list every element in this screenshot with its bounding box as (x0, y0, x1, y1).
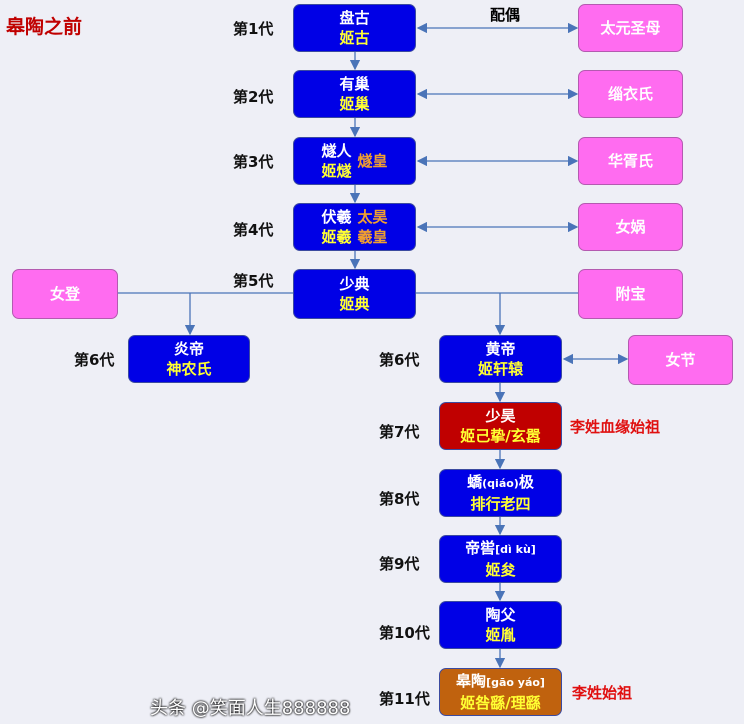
page-title: 皋陶之前 (6, 16, 83, 38)
gen-label: 第10代 (379, 624, 430, 642)
node-fuxi: 伏羲姬羲太昊羲皇 (293, 203, 416, 251)
gen-label: 第3代 (233, 153, 274, 171)
gen-label: 第11代 (379, 690, 430, 708)
spouse-node: 太元圣母 (578, 4, 683, 52)
gen-label: 第6代 (74, 351, 115, 369)
node-pangu: 盘古姬古 (293, 4, 416, 52)
spouse-label: 配偶 (490, 6, 521, 24)
gen-label: 第8代 (379, 490, 420, 508)
note-li-ancestor: 李姓始祖 (572, 684, 633, 702)
node-yandi: 炎帝神农氏 (128, 335, 250, 383)
node-suiren: 燧人姬燧燧皇 (293, 137, 416, 185)
spouse-node-nvdeng: 女登 (12, 269, 118, 319)
node-youchao: 有巢姬巢 (293, 70, 416, 118)
node-gaoyao: 皋陶[gāo yáo]姬咎繇/理繇 (439, 668, 562, 716)
watermark: 头条 @笑面人生888888 (150, 698, 351, 719)
node-shaohao: 少昊姬己挚/玄嚣 (439, 402, 562, 450)
spouse-node: 华胥氏 (578, 137, 683, 185)
node-qiaoji: 蟜(qiáo)极排行老四 (439, 469, 562, 517)
note-li-bloodline: 李姓血缘始祖 (570, 418, 661, 436)
gen-label: 第5代 (233, 272, 274, 290)
spouse-node: 缁衣氏 (578, 70, 683, 118)
node-huangdi: 黄帝姬轩辕 (439, 335, 562, 383)
spouse-node: 女娲 (578, 203, 683, 251)
spouse-node: 附宝 (578, 269, 683, 319)
node-diku: 帝喾[dì kù]姬夋 (439, 535, 562, 583)
node-taofu: 陶父姬胤 (439, 601, 562, 649)
gen-label: 第2代 (233, 88, 274, 106)
gen-label: 第6代 (379, 351, 420, 369)
node-shaodian: 少典姬典 (293, 269, 416, 319)
gen-label: 第1代 (233, 20, 274, 38)
gen-label: 第9代 (379, 555, 420, 573)
spouse-node-nvjie: 女节 (628, 335, 733, 385)
gen-label: 第7代 (379, 423, 420, 441)
gen-label: 第4代 (233, 221, 274, 239)
